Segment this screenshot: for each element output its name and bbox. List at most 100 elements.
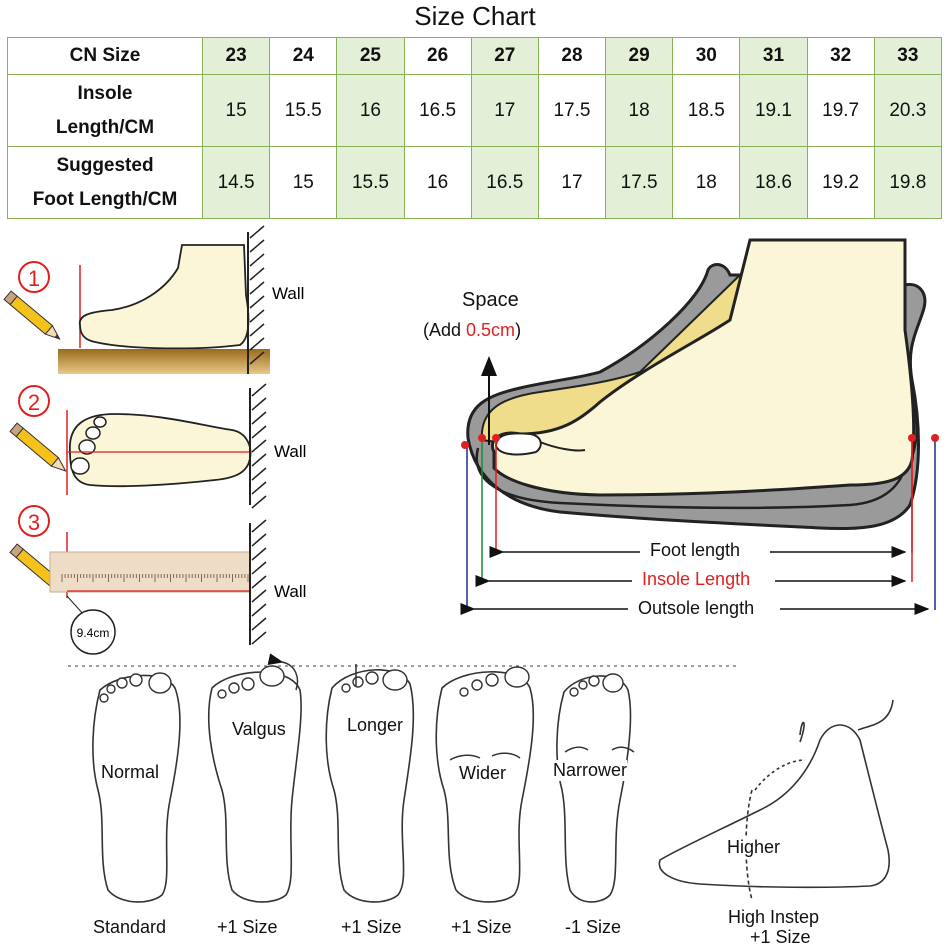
page-title: Size Chart	[414, 1, 536, 31]
foot-cell: 15.5	[336, 146, 405, 219]
foot-cell: 17	[537, 146, 607, 219]
add-space-label: (Add 0.5cm)	[423, 320, 521, 341]
size-cell: 32	[806, 37, 875, 75]
wider-arrow-icon	[449, 752, 521, 761]
foot-cell: 18.6	[739, 146, 808, 219]
high-instep-label: High Instep	[728, 907, 820, 927]
pencil-icon	[9, 422, 67, 472]
step1-number-badge: 1	[18, 261, 50, 293]
size-cell: 24	[269, 37, 338, 75]
add-value: 0.5cm	[466, 320, 516, 340]
foot-cell: 17.5	[605, 146, 674, 219]
wall-hatch	[251, 519, 267, 645]
insole-cell: 20.3	[873, 74, 943, 147]
high-instep-size-label: +1 Size	[750, 927, 811, 947]
callout-line	[66, 595, 85, 616]
wall-label: Wall	[272, 284, 304, 303]
foot-cell: 14.5	[201, 146, 271, 219]
insole-cell: 15	[201, 74, 271, 147]
size-cell: 28	[537, 37, 607, 75]
insole-label-line2: Length/CM	[55, 116, 155, 138]
higher-label: Higher	[727, 837, 781, 858]
size-cell: 29	[605, 37, 674, 75]
foot-cell: 19.8	[873, 146, 943, 219]
wider-label: Wider	[459, 763, 507, 784]
foot-cell: 16.5	[470, 146, 539, 219]
shoe-sole-line	[475, 447, 910, 510]
foot-cell: 15	[269, 146, 338, 219]
valgus-foot-icon	[207, 671, 302, 903]
pencil-icon	[9, 543, 67, 593]
step2-number: 2	[28, 390, 40, 415]
ruler-reading: 9.4cm	[77, 626, 110, 640]
outsole-length-label: Outsole length	[638, 598, 755, 618]
insole-cell: 18.5	[672, 74, 741, 147]
pencil-icon	[3, 290, 61, 340]
step2-number-badge: 2	[18, 385, 50, 417]
space-label: Space	[462, 289, 519, 311]
valgus-label: Valgus	[232, 719, 286, 740]
insole-length-label: Insole Length	[642, 569, 751, 589]
shoe-toe	[494, 432, 542, 456]
add-suffix: )	[515, 320, 522, 340]
foot-outlines	[92, 669, 632, 903]
wall-hatch	[251, 383, 267, 509]
longer-foot-icon	[325, 669, 415, 903]
insole-cell: 19.1	[739, 74, 808, 147]
foot-cell: 16	[403, 146, 472, 219]
standard-label: Standard	[93, 917, 167, 937]
high-instep-foot-icon	[658, 699, 894, 901]
shoe-foot	[491, 238, 916, 497]
wider-size-label: +1 Size	[451, 917, 512, 937]
add-prefix: (Add	[423, 320, 467, 340]
insole-cell: 16.5	[403, 74, 472, 147]
size-cell: 31	[739, 37, 808, 75]
valgus-size-label: +1 Size	[217, 917, 278, 937]
floor-board	[58, 349, 270, 374]
foot-cell: 19.2	[806, 146, 875, 219]
shoe-diagram	[460, 238, 939, 615]
step1-number: 1	[28, 266, 40, 291]
size-cell: 26	[403, 37, 472, 75]
insole-label-line1: Insole	[77, 82, 133, 104]
size-cell: 23	[201, 37, 271, 75]
toe-marks	[99, 665, 624, 703]
reading-callout	[70, 609, 116, 655]
narrower-label: Narrower	[553, 760, 628, 781]
size-cell: 30	[672, 37, 741, 75]
header-label: CN Size	[7, 37, 203, 75]
size-cell: 25	[336, 37, 405, 75]
valgus-arrow-icon	[267, 653, 299, 691]
insole-cell: 18	[605, 74, 674, 147]
narrower-size-label: -1 Size	[565, 917, 622, 937]
toes	[70, 416, 107, 475]
narrower-arrow-icon	[564, 746, 635, 753]
wall-label: Wall	[274, 442, 306, 461]
wall-hatch	[249, 225, 265, 365]
normal-label: Normal	[101, 762, 160, 783]
insole-cell: 17	[470, 74, 539, 147]
ruler-icon	[49, 551, 251, 593]
insole-cell: 15.5	[269, 74, 338, 147]
table-row: CN Size 23 24 25 26 27 28 29 30 31 32 33	[7, 37, 943, 75]
foot-length-label: Foot length	[650, 540, 741, 560]
insole-cell: 19.7	[806, 74, 875, 147]
wider-foot-icon	[435, 671, 535, 903]
foot-label-line2: Foot Length/CM	[32, 188, 178, 210]
wall-label: Wall	[274, 582, 306, 601]
side-foot-icon	[78, 244, 250, 350]
narrower-foot-icon	[556, 675, 632, 903]
longer-size-label: +1 Size	[341, 917, 402, 937]
size-cell: 27	[470, 37, 539, 75]
size-table: CN Size 23 24 25 26 27 28 29 30 31 32 33…	[7, 37, 943, 219]
normal-foot-icon	[92, 674, 181, 903]
step3-number: 3	[28, 510, 40, 535]
longer-label: Longer	[347, 715, 404, 736]
size-cell: 33	[873, 37, 943, 75]
foot-label-line1: Suggested	[56, 154, 154, 176]
